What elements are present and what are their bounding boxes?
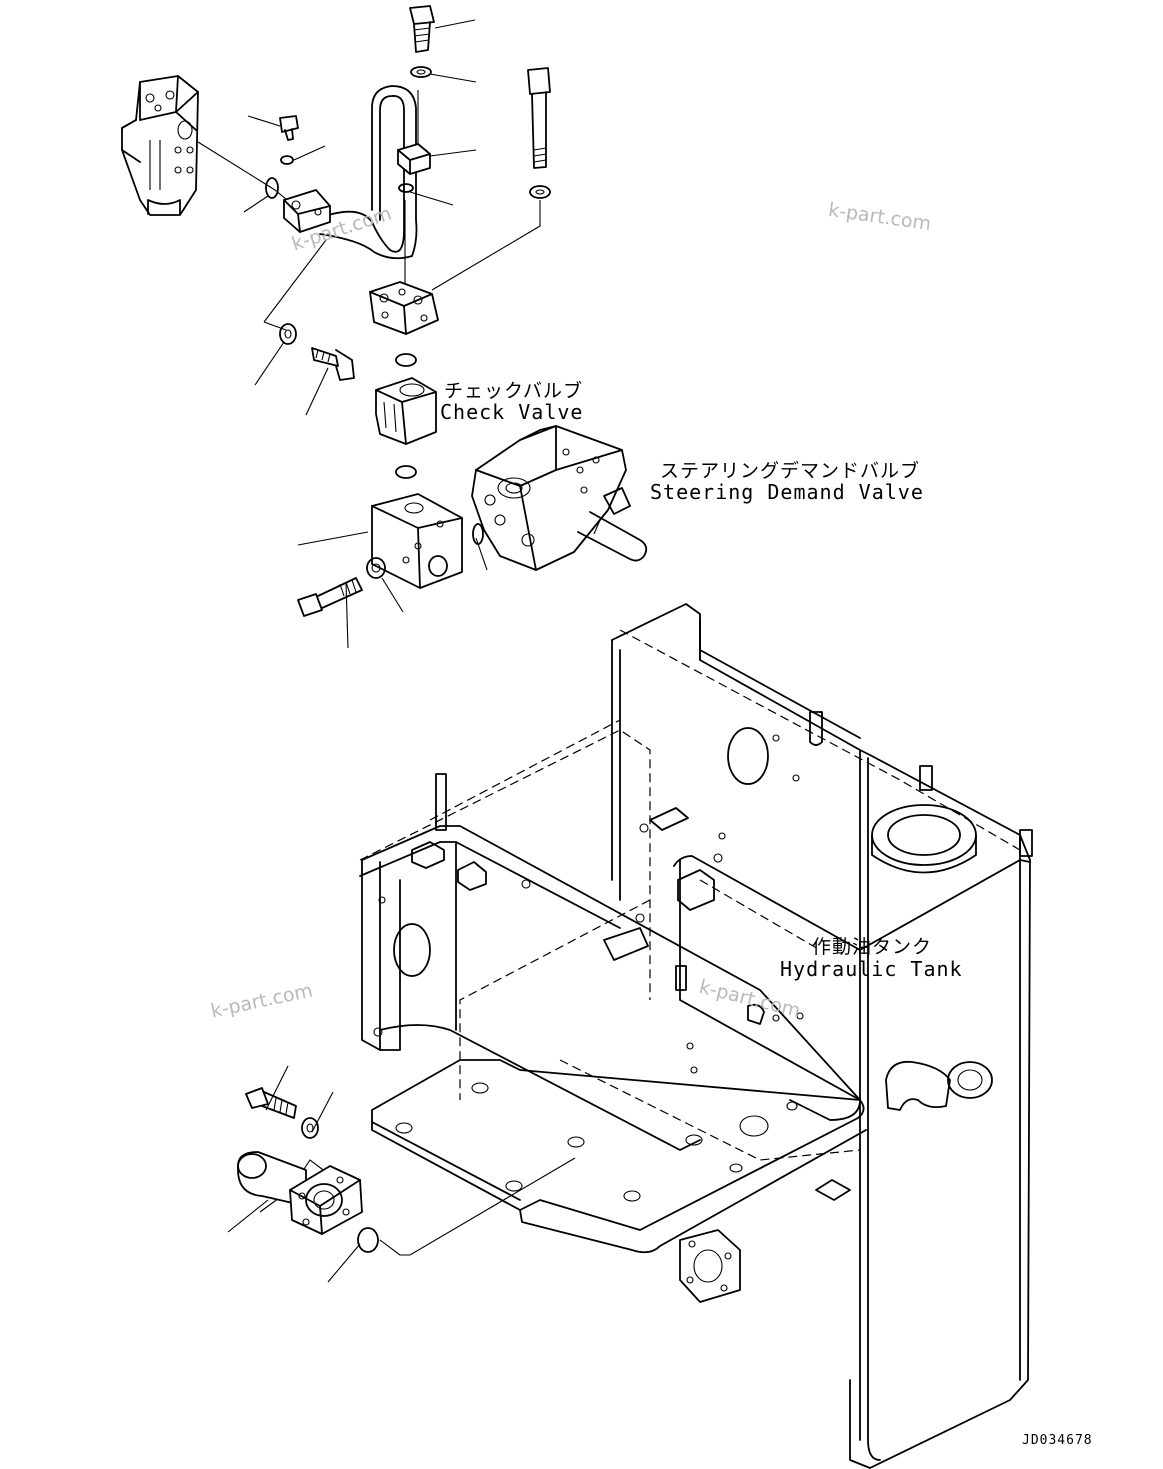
- frame-hidden-lines: [359, 629, 1021, 1161]
- steering-valve-label-jp: ステアリングデマンドバルブ: [660, 460, 921, 482]
- top-bolt: [398, 5, 435, 193]
- hydraulic-tank-label-jp: 作動油タンク: [812, 936, 933, 958]
- steering-valve-label-en: Steering Demand Valve: [650, 480, 924, 504]
- leader-lines: [197, 19, 576, 1283]
- left-bolt: [279, 323, 355, 381]
- hydraulic-tube: [283, 85, 431, 260]
- hydraulic-tank: [603, 603, 1033, 1469]
- steering-demand-valve: [471, 425, 648, 571]
- main-frame: [359, 773, 867, 1254]
- suction-flange: [237, 1087, 379, 1253]
- check-valve: [375, 353, 437, 479]
- check-valve-label-jp: チェックバルブ: [444, 380, 584, 402]
- hose-fitting-parts: [265, 115, 299, 199]
- manifold-block: [366, 493, 484, 589]
- hydraulic-tank-label-en: Hydraulic Tank: [780, 957, 963, 981]
- long-bolt: [527, 67, 551, 199]
- adapter-block: [369, 281, 439, 335]
- manifold-bolt: [297, 577, 363, 617]
- drawing-code: JD034678: [1022, 1433, 1093, 1448]
- steering-unit: [121, 75, 199, 216]
- check-valve-label-en: Check Valve: [440, 400, 584, 424]
